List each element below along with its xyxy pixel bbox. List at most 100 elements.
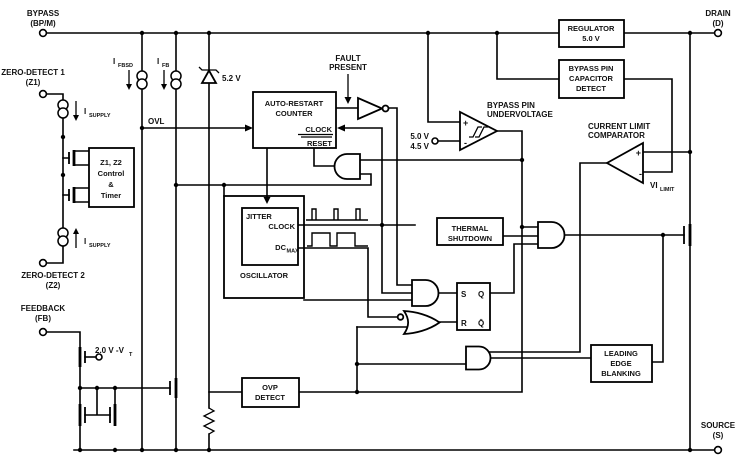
- zero-detect-1-label-2: (Z1): [26, 78, 41, 87]
- and-gate-counter-reset: [333, 153, 361, 180]
- regulator-label-2: 5.0 V: [582, 34, 600, 43]
- thermal-label-2: SHUTDOWN: [448, 234, 492, 243]
- source-label-2: (S): [713, 431, 724, 440]
- fault-label-2: PRESENT: [329, 63, 367, 72]
- regulator-block: [558, 19, 625, 48]
- auto-restart-counter-block: [252, 91, 337, 149]
- cl-comp-label-2: COMPARATOR: [588, 131, 645, 140]
- counter-reset-label: RESET: [307, 139, 332, 148]
- cl-plus-label: +: [636, 148, 641, 158]
- uv-reference-terminal: [431, 137, 439, 145]
- z-control-label-1: Z1, Z2: [100, 158, 122, 167]
- isupply-2-label: I: [84, 237, 86, 246]
- power-mosfet: [683, 224, 692, 246]
- source-label-1: SOURCE: [701, 421, 736, 430]
- z-control-label-4: Timer: [101, 191, 121, 200]
- hysteresis-icon: [469, 126, 488, 138]
- mirror-mosfet-1: [78, 404, 86, 426]
- vt-reference-terminal: [95, 353, 103, 361]
- resistor-icon: [202, 407, 216, 435]
- uv-ref-label-1: 5.0 V: [410, 132, 429, 141]
- uv-comp-label-2: UNDERVOLTAGE: [487, 110, 553, 119]
- isupply-2-sub: SUPPLY: [89, 243, 111, 249]
- fault-label-1: FAULT: [335, 54, 360, 63]
- zero-detect-1-label-1: ZERO-DETECT 1: [1, 68, 65, 77]
- comparator-current-limit: [605, 141, 644, 185]
- current-source-isupply-2: [57, 227, 79, 248]
- vt-sub: T: [129, 352, 133, 358]
- and-gate-leb: [465, 345, 492, 371]
- feedback-label-1: FEEDBACK: [21, 304, 66, 313]
- leb-label-2: EDGE: [610, 359, 631, 368]
- latch-s-label: S: [461, 290, 467, 299]
- clock-waveform-icon: [306, 208, 368, 221]
- zero-detect-2-terminal: [38, 258, 48, 268]
- leb-label-1: LEADING: [604, 349, 638, 358]
- feedback-sense-mosfet: [169, 378, 178, 398]
- zero-detect-2-label-2: (Z2): [46, 281, 61, 290]
- ifb-sub: FB: [162, 63, 169, 69]
- drain-terminal: [713, 28, 723, 38]
- source-terminal: [713, 445, 723, 455]
- drain-label-1: DRAIN: [705, 9, 731, 18]
- isupply-1-label: I: [84, 107, 86, 116]
- dcmax-waveform-icon: [307, 232, 368, 247]
- counter-label-1: AUTO-RESTART: [265, 99, 324, 108]
- bypass-label-2: (BP/M): [30, 19, 56, 28]
- vt-label: 2.0 V -V: [95, 346, 125, 355]
- bypass-cap-detect-block: [558, 59, 625, 99]
- cap-detect-label-1: BYPASS PIN: [569, 64, 614, 73]
- clock-arrow-icon: [337, 124, 345, 132]
- zener-diode-icon: [198, 66, 220, 84]
- z-sense-mosfet-1: [68, 150, 76, 166]
- ovl-label: OVL: [148, 117, 165, 126]
- ovp-detect-block: [241, 377, 300, 408]
- latch-qbar-label: Q̄: [478, 319, 484, 328]
- oscillator-dc-label: DC: [275, 243, 286, 252]
- or-gate-invert-bubble: [396, 313, 405, 321]
- leb-label-3: BLANKING: [601, 369, 641, 378]
- and-gate-gate-drive: [537, 221, 566, 249]
- current-source-ifb: [161, 70, 182, 90]
- isupply-1-sub: SUPPLY: [89, 113, 111, 119]
- uv-plus-label: +: [463, 118, 468, 128]
- bypass-pin-terminal: [38, 28, 48, 38]
- z-sense-mosfet-2: [68, 187, 76, 203]
- zener-voltage-label: 5.2 V: [222, 74, 241, 83]
- feedback-terminal: [38, 327, 48, 337]
- or-gate-latch-reset: [402, 310, 442, 335]
- counter-clock-label: CLOCK: [305, 125, 332, 134]
- oscillator-dc-sub: MAX: [287, 249, 300, 255]
- ovp-label-1: OVP: [262, 383, 278, 392]
- z-control-label-2: Control: [98, 169, 125, 178]
- jitter-arrow-icon: [263, 197, 271, 204]
- cap-detect-label-3: DETECT: [576, 84, 606, 93]
- bypass-label-1: BYPASS: [27, 9, 60, 18]
- ifbsd-label: I: [113, 57, 115, 66]
- uv-comp-label-1: BYPASS PIN: [487, 101, 535, 110]
- junction-dots: [60, 30, 693, 453]
- fault-arrow-icon: [344, 74, 352, 104]
- current-source-isupply-1: [57, 99, 79, 121]
- oscillator-label: OSCILLATOR: [240, 271, 289, 280]
- cl-minus-label: -: [639, 169, 642, 179]
- ifbsd-sub: FBSD: [118, 63, 133, 69]
- cl-comp-label-1: CURRENT LIMIT: [588, 122, 650, 131]
- oscillator-clock-label: CLOCK: [268, 222, 295, 231]
- thermal-label-1: THERMAL: [452, 224, 489, 233]
- counter-label-2: COUNTER: [275, 109, 313, 118]
- zero-detect-2-label-1: ZERO-DETECT 2: [21, 271, 85, 280]
- vilimit-label: VI: [650, 181, 658, 190]
- regulator-label-1: REGULATOR: [568, 24, 615, 33]
- leading-edge-blanking-block: [590, 344, 653, 383]
- zero-detect-1-terminal: [38, 89, 48, 99]
- comparator-bypass-undervoltage: [459, 110, 499, 152]
- thermal-shutdown-block: [436, 217, 504, 246]
- oscillator-jitter-label: JITTER: [246, 212, 272, 221]
- sr-latch-block: [456, 282, 491, 331]
- ovp-label-2: DETECT: [255, 393, 285, 402]
- z-control-timer-block: [88, 147, 135, 208]
- inverter-bubble: [381, 104, 390, 113]
